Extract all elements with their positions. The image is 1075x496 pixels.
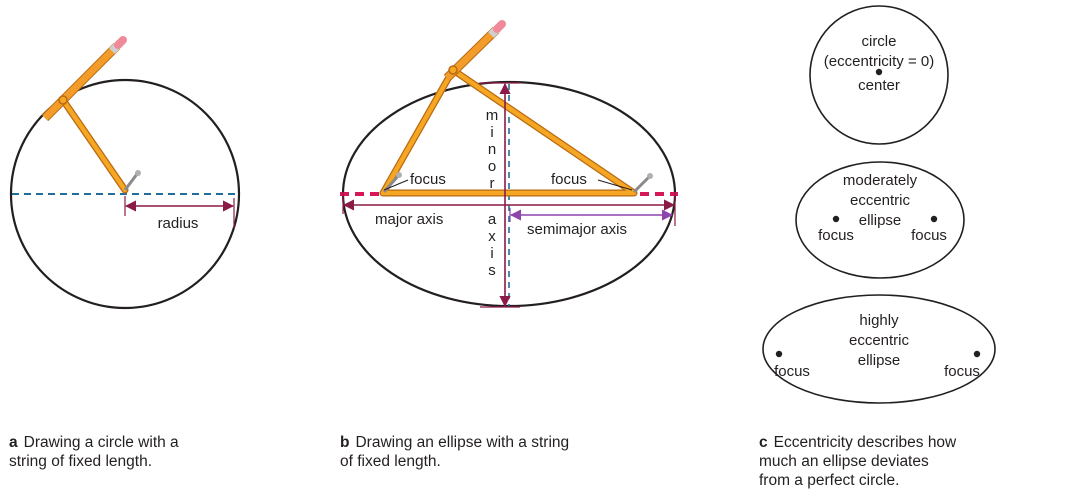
caption-b-line2: of fixed length.	[340, 453, 441, 470]
panel-b-ellipse-drawing: focus focus major axis semimajor axis m …	[340, 20, 678, 308]
caption-c-line2: much an ellipse deviates	[759, 453, 929, 470]
minor-axis-vertical-label: m i n o r a x i s	[486, 107, 499, 279]
highly-eccentric-ellipse	[762, 294, 996, 404]
minor-letter: i	[490, 124, 493, 141]
circle-eccentricity-label: (eccentricity = 0)	[824, 53, 934, 70]
moderate-line2: eccentric	[850, 192, 911, 209]
focus-right-label: focus	[551, 171, 587, 188]
panel-c-eccentricity-examples: circle (eccentricity = 0) center moderat…	[762, 5, 996, 404]
focus-left-label: focus	[410, 171, 446, 188]
panel-a-circle-drawing: radius	[9, 36, 241, 310]
high-focus-right-label: focus	[944, 363, 980, 380]
high-line1: highly	[859, 312, 899, 329]
circle-eccentricity-zero	[809, 5, 949, 145]
caption-b-line1: Drawing an ellipse with a string	[355, 434, 570, 451]
moderately-eccentric-ellipse	[795, 161, 965, 279]
radius-label: radius	[158, 215, 199, 232]
major-axis-label: major axis	[375, 211, 443, 228]
axis-letter: i	[490, 245, 493, 262]
pencil-icon	[41, 36, 127, 122]
axis-letter: a	[488, 211, 497, 228]
caption-a: a Drawing a circle with a string of fixed…	[9, 433, 309, 471]
right-nail-icon	[632, 173, 653, 194]
moderate-focus-left-label: focus	[818, 227, 854, 244]
minor-letter: m	[486, 107, 499, 124]
minor-letter: r	[490, 175, 495, 192]
high-line2: eccentric	[849, 332, 910, 349]
caption-a-line2: string of fixed length.	[9, 453, 153, 470]
nail-icon	[123, 170, 141, 191]
axis-letter: x	[488, 228, 496, 245]
moderate-focus-right-dot	[930, 215, 938, 223]
moderate-focus-left-dot	[832, 215, 840, 223]
drawn-circle	[9, 78, 241, 310]
pencil-icon	[443, 20, 506, 82]
caption-b: b Drawing an ellipse with a string of fix…	[340, 433, 670, 471]
circle-center-label: center	[858, 77, 900, 94]
caption-c-line3: from a perfect circle.	[759, 472, 900, 489]
high-focus-right-dot	[973, 350, 981, 358]
axis-letter: s	[488, 262, 496, 279]
caption-a-letter: a	[9, 434, 18, 451]
moderate-focus-right-label: focus	[911, 227, 947, 244]
caption-c-letter: c	[759, 434, 768, 451]
caption-c-line1: Eccentricity describes how	[773, 434, 957, 451]
focus-left-leader	[383, 179, 409, 191]
minor-letter: o	[488, 158, 496, 175]
semimajor-axis-label: semimajor axis	[527, 221, 627, 238]
caption-b-letter: b	[340, 434, 350, 451]
focus-right-leader	[597, 179, 633, 191]
circle-title: circle	[861, 33, 896, 50]
high-line3: ellipse	[858, 352, 901, 369]
moderate-line3: ellipse	[859, 212, 902, 229]
fixed-string-fill	[60, 97, 128, 193]
caption-c: c Eccentricity describes how much an elli…	[759, 433, 1059, 490]
caption-a-line1: Drawing a circle with a	[23, 434, 179, 451]
high-focus-left-label: focus	[774, 363, 810, 380]
high-focus-left-dot	[775, 350, 783, 358]
moderate-line1: moderately	[843, 172, 918, 189]
minor-letter: n	[488, 141, 496, 158]
circle-center-dot	[875, 68, 883, 76]
